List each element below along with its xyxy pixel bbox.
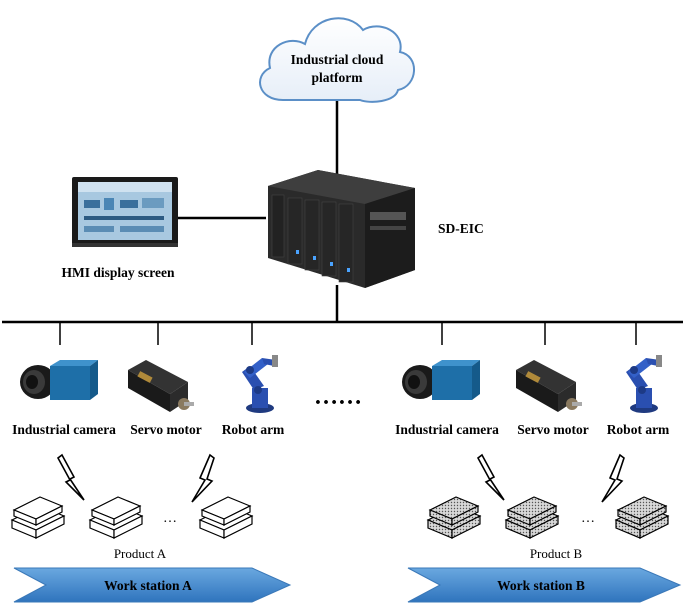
controller-label: SD-EIC — [438, 221, 484, 236]
device-label-robot-b: Robot arm — [607, 422, 670, 437]
products-a — [10, 496, 254, 539]
products-b-ellipsis: … — [581, 511, 595, 526]
product-stack — [88, 496, 144, 539]
cloud-icon — [259, 17, 415, 103]
cloud-label-line2: platform — [312, 70, 364, 85]
product-stack — [426, 496, 482, 539]
products-a-ellipsis: … — [163, 511, 177, 526]
product-stack — [198, 496, 254, 539]
work-station-b-label: Work station B — [497, 578, 585, 593]
work-station-a-arrow — [13, 567, 292, 603]
product-stack — [614, 496, 670, 539]
cloud-label-line1: Industrial cloud — [291, 52, 384, 67]
lightning-icon — [56, 453, 85, 501]
servo-motor-a-icon — [128, 360, 194, 412]
device-label-servo-a: Servo motor — [130, 422, 202, 437]
device-label-robot-a: Robot arm — [222, 422, 285, 437]
middle-ellipsis: …… — [314, 384, 362, 410]
bus-drops — [59, 322, 637, 345]
product-stack — [10, 496, 66, 539]
product-a-label: Product A — [114, 546, 167, 561]
products-b — [426, 496, 670, 539]
wireless-bolt-icons — [56, 453, 625, 503]
robot-arm-a-icon — [242, 355, 278, 413]
camera-a-icon — [20, 360, 98, 400]
work-station-a-label: Work station A — [104, 578, 192, 593]
controller-icon — [268, 170, 415, 288]
lightning-icon — [601, 453, 625, 503]
device-label-camera-a: Industrial camera — [12, 422, 116, 437]
lightning-icon — [476, 453, 505, 501]
work-station-b-arrow — [407, 567, 682, 603]
device-label-camera-b: Industrial camera — [395, 422, 499, 437]
servo-motor-b-icon — [516, 360, 582, 412]
camera-b-icon — [402, 360, 480, 400]
device-label-servo-b: Servo motor — [517, 422, 589, 437]
product-b-label: Product B — [530, 546, 583, 561]
robot-arm-b-icon — [626, 355, 662, 413]
lightning-icon — [191, 453, 215, 503]
hmi-label: HMI display screen — [61, 265, 174, 280]
product-stack — [504, 496, 560, 539]
hmi-screen-icon — [72, 177, 178, 247]
